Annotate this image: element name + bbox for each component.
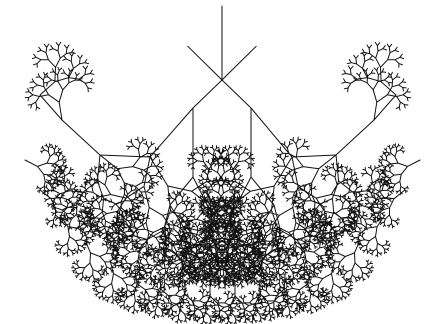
tree-branch-path [25,6,420,324]
tree-branches [25,6,420,324]
